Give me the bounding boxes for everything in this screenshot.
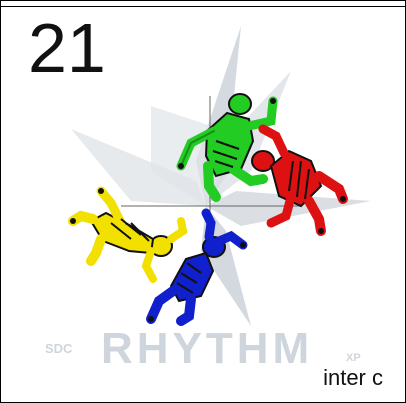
brand-watermark: SDC RHYTHM XP: [45, 324, 361, 373]
watermark-brand: RHYTHM: [101, 324, 313, 373]
watermark-prefix: SDC: [45, 341, 73, 356]
formation-number: 21: [28, 13, 106, 83]
watermark-suffix: XP: [346, 352, 361, 364]
formation-caption: inter c: [323, 365, 383, 391]
